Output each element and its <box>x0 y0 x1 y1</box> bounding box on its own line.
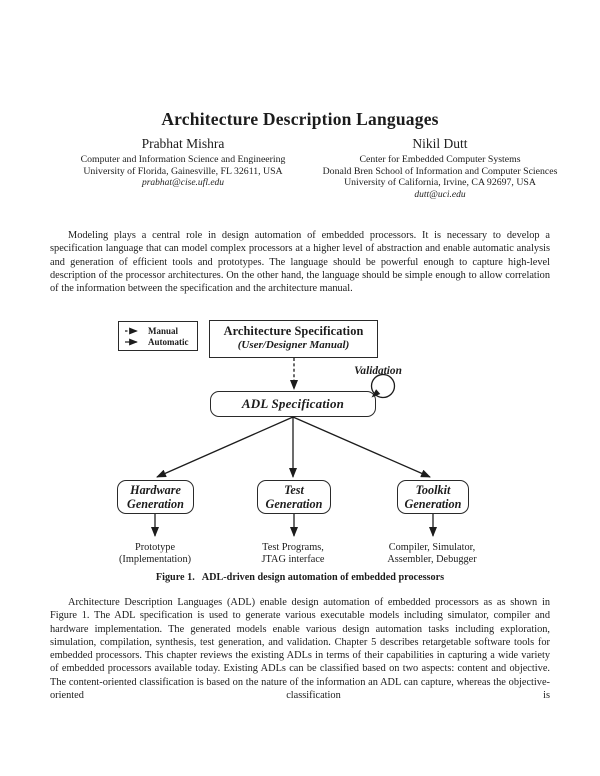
figure-caption: Figure 1. ADL-driven design automation of… <box>0 572 600 583</box>
author-affiliation: University of California, Irvine, CA 926… <box>344 177 536 189</box>
node-subtitle: (User/Designer Manual) <box>237 339 350 351</box>
page-title: Architecture Description Languages <box>161 109 439 129</box>
output-line: JTAG interface <box>261 553 325 565</box>
figure-caption-text: ADL-driven design automation of embedded… <box>201 572 445 583</box>
node-line: Generation <box>127 497 184 511</box>
author-name: Nikil Dutt <box>412 136 468 151</box>
node-hardware-generation: Hardware Generation <box>117 480 194 514</box>
author-email: dutt@uci.edu <box>414 189 466 200</box>
author-email: prabhat@cise.ufl.edu <box>141 178 225 189</box>
legend-box: Manual Automatic <box>118 321 198 351</box>
output-test: Test Programs, JTAG interface <box>241 542 345 566</box>
node-adl-specification: ADL Specification <box>210 391 376 417</box>
author-affiliation: Center for Embedded Computer Systems <box>359 154 521 165</box>
output-line: Prototype <box>134 542 176 553</box>
node-title: Architecture Specification <box>223 324 364 338</box>
author-affiliation: Donald Bren School of Information and Co… <box>322 165 558 177</box>
node-test-generation: Test Generation <box>257 480 331 514</box>
author-block-dutt: Nikil Dutt Center for Embedded Computer … <box>295 136 585 201</box>
output-line: Compiler, Simulator, <box>388 542 476 553</box>
output-hardware: Prototype (Implementation) <box>103 542 207 566</box>
node-line: Test <box>284 482 304 497</box>
validation-loop-icon <box>370 373 396 399</box>
output-line: Test Programs, <box>262 542 324 553</box>
arrow-adl-to-hardware <box>156 416 294 478</box>
figure-1-diagram: Manual Automatic Architecture Specificat… <box>0 315 600 593</box>
author-affiliation: University of Florida, Gainesville, FL 3… <box>83 165 283 177</box>
validation-label: Validation <box>354 365 402 377</box>
node-line: Generation <box>265 497 323 511</box>
author-block-mishra: Prabhat Mishra Computer and Information … <box>33 136 333 190</box>
paragraph-adl-overview: Architecture Description Languages (ADL)… <box>50 597 550 702</box>
automatic-solid-arrow-icon <box>125 338 138 345</box>
arrow-adl-to-toolkit <box>292 416 431 478</box>
author-name: Prabhat Mishra <box>141 136 225 151</box>
node-toolkit-generation: Toolkit Generation <box>397 480 469 514</box>
legend-label-automatic: Automatic <box>148 336 189 347</box>
paragraph-intro: Modeling plays a central role in design … <box>50 230 550 295</box>
legend-row-manual: Manual <box>124 326 197 336</box>
legend-row-automatic: Automatic <box>124 337 197 347</box>
node-architecture-specification: Architecture Specification (User/Designe… <box>209 320 378 358</box>
output-line: Assembler, Debugger <box>387 553 477 565</box>
manual-dashed-arrow-icon <box>125 327 138 334</box>
node-line: Hardware <box>130 482 181 497</box>
node-line: Toolkit <box>415 482 451 497</box>
node-line: Generation <box>404 497 462 511</box>
figure-caption-label: Figure 1. <box>155 572 195 583</box>
output-toolkit: Compiler, Simulator, Assembler, Debugger <box>360 542 504 566</box>
output-line: (Implementation) <box>118 553 192 565</box>
author-affiliation: Computer and Information Science and Eng… <box>80 154 286 165</box>
legend-label-manual: Manual <box>148 325 179 336</box>
